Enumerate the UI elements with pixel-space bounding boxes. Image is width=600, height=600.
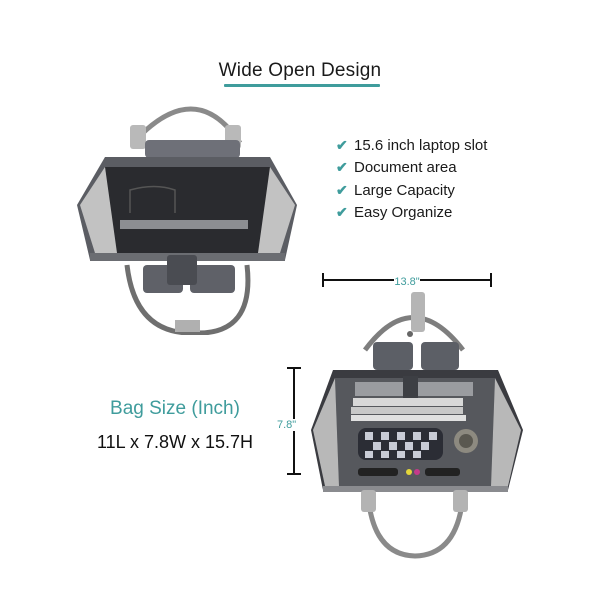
- feature-item: ✔15.6 inch laptop slot: [336, 136, 488, 154]
- feature-item: ✔Document area: [336, 159, 457, 177]
- bag-size-value: 11L x 7.8W x 15.7H: [96, 432, 254, 452]
- depth-label: 7.8": [277, 419, 297, 431]
- width-dimension-line: 13.8": [322, 273, 492, 288]
- check-icon: ✔: [336, 159, 348, 176]
- open-backpack-empty-image: [75, 95, 315, 335]
- bag-size-title: Bag Size (Inch): [110, 398, 240, 419]
- open-backpack-packed-image: [303, 290, 533, 560]
- feature-item: ✔Large Capacity: [336, 181, 455, 199]
- title-underline: [224, 84, 380, 87]
- feature-list: ✔15.6 inch laptop slot ✔Document area ✔L…: [336, 134, 487, 224]
- width-label: 13.8": [394, 276, 420, 288]
- depth-dimension-line: 7.8": [277, 367, 313, 475]
- check-icon: ✔: [336, 204, 348, 221]
- section-title: Wide Open Design: [218, 60, 382, 81]
- check-icon: ✔: [336, 181, 348, 198]
- check-icon: ✔: [336, 136, 348, 153]
- feature-item: ✔Easy Organize: [336, 204, 453, 222]
